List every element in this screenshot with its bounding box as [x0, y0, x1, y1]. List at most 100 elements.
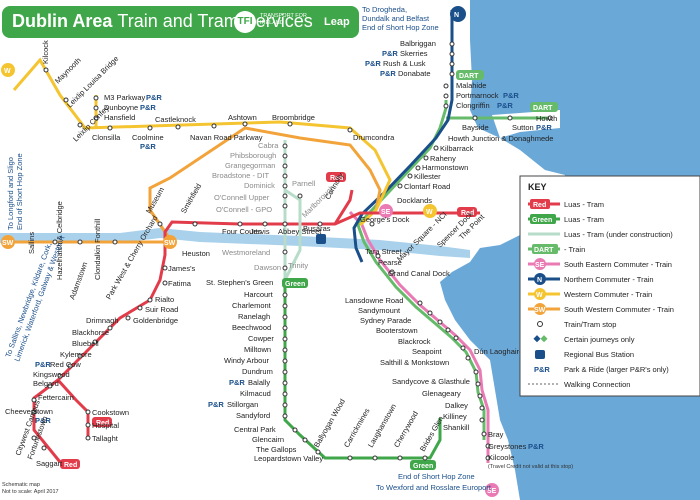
svg-text:Stillorgan: Stillorgan — [227, 400, 258, 409]
svg-text:DART: DART — [534, 247, 554, 254]
svg-text:Grangegorman: Grangegorman — [225, 161, 275, 170]
svg-text:George's Dock: George's Dock — [360, 215, 410, 224]
svg-text:Saggart: Saggart — [36, 459, 63, 468]
svg-text:Dundrum: Dundrum — [242, 367, 273, 376]
svg-text:P&R: P&R — [140, 103, 156, 112]
svg-text:P&R: P&R — [208, 400, 224, 409]
svg-text:P&R: P&R — [534, 365, 550, 374]
svg-text:Not to scale: April 2017: Not to scale: April 2017 — [2, 489, 59, 495]
tag-red-tallaght: Red — [92, 417, 112, 427]
svg-text:Blackhorse: Blackhorse — [72, 328, 109, 337]
svg-text:Sutton: Sutton — [512, 123, 534, 132]
svg-text:Sydney Parade: Sydney Parade — [360, 316, 411, 325]
svg-text:Blackrock: Blackrock — [398, 337, 431, 346]
svg-text:Portmarnock: Portmarnock — [456, 91, 499, 100]
labels-west: Kilcock Maynooth Leixlip Louisa Bridge L… — [6, 40, 395, 230]
svg-text:Maynooth: Maynooth — [53, 56, 83, 86]
svg-text:South Eastern Commuter - Train: South Eastern Commuter - Train — [564, 260, 672, 269]
svg-text:Certain journeys only: Certain journeys only — [564, 335, 635, 344]
line-red-connolly — [333, 189, 354, 225]
svg-text:Train/Tram stop: Train/Tram stop — [564, 320, 616, 329]
se-badge-south: SE — [485, 483, 499, 497]
svg-text:Howth Junction & Donaghmede: Howth Junction & Donaghmede — [448, 134, 553, 143]
svg-text:Green: Green — [413, 463, 433, 470]
labels-north: To Drogheda, Dundalk and Belfast End of … — [362, 5, 557, 205]
svg-text:Greystones: Greystones — [488, 442, 527, 451]
svg-text:P&R: P&R — [503, 91, 519, 100]
svg-text:Clondalkin Fonthill: Clondalkin Fonthill — [93, 218, 102, 280]
svg-text:The Gallops: The Gallops — [256, 445, 297, 454]
line-red-tallaght — [56, 378, 90, 440]
title-bold: Dublin Area — [12, 11, 113, 31]
svg-text:Jervis: Jervis — [250, 227, 270, 236]
svg-text:- Train: - Train — [564, 245, 585, 254]
svg-text:Windy Arbour: Windy Arbour — [224, 356, 270, 365]
svg-text:Castleknock: Castleknock — [155, 115, 196, 124]
svg-text:Luas - Tram: Luas - Tram — [564, 200, 604, 209]
svg-text:Navan Road Parkway: Navan Road Parkway — [190, 133, 263, 142]
svg-text:O'Connell - GPO: O'Connell - GPO — [216, 205, 272, 214]
svg-text:Red: Red — [461, 210, 474, 217]
svg-text:Hazelhatch & Celbridge: Hazelhatch & Celbridge — [55, 201, 64, 280]
svg-text:Dominick: Dominick — [244, 181, 275, 190]
stops — [31, 41, 553, 461]
svg-text:SW: SW — [534, 307, 546, 314]
svg-text:Parnell: Parnell — [292, 179, 316, 188]
svg-text:Skerries: Skerries — [400, 49, 428, 58]
svg-text:Kingswood: Kingswood — [33, 370, 70, 379]
svg-text:P&R: P&R — [380, 69, 396, 78]
svg-text:SW: SW — [164, 240, 176, 247]
svg-text:End of Short Hop Zone: End of Short Hop Zone — [398, 472, 475, 481]
svg-text:Sandymount: Sandymount — [358, 306, 401, 315]
svg-text:W: W — [426, 209, 433, 216]
svg-text:Clontarf Road: Clontarf Road — [404, 182, 450, 191]
labels-southeast: Lansdowne Road Sandymount Sydney Parade … — [345, 296, 573, 492]
svg-text:DART: DART — [533, 105, 553, 112]
svg-text:Dalkey: Dalkey — [445, 401, 468, 410]
svg-text:Ashtown: Ashtown — [228, 113, 257, 122]
svg-text:Drimnagh: Drimnagh — [86, 316, 119, 325]
svg-text:Clongriffin: Clongriffin — [456, 101, 490, 110]
svg-text:Kilcock: Kilcock — [41, 40, 50, 64]
svg-text:Glencairn: Glencairn — [252, 435, 284, 444]
svg-text:N: N — [537, 277, 542, 284]
svg-text:Broombridge: Broombridge — [272, 113, 315, 122]
line-northern — [352, 10, 454, 263]
svg-text:To Wexford and Rosslare Europo: To Wexford and Rosslare Europort — [376, 483, 492, 492]
w-badge-docklands: W — [423, 204, 437, 218]
line-red-luas — [32, 211, 480, 463]
svg-text:Hansfield: Hansfield — [104, 113, 135, 122]
svg-text:Dawson: Dawson — [254, 263, 281, 272]
svg-text:Glenageary: Glenageary — [422, 389, 461, 398]
svg-text:SE: SE — [381, 209, 391, 216]
title-rest: Train and Tram Services — [117, 11, 313, 31]
svg-text:Suir Road: Suir Road — [145, 305, 178, 314]
svg-text:Park West & Cherry Orchard: Park West & Cherry Orchard — [104, 214, 159, 301]
river-liffey — [0, 228, 470, 258]
svg-text:Tara Street: Tara Street — [365, 247, 403, 256]
svg-text:Schematic map: Schematic map — [2, 482, 40, 488]
svg-text:Bayside: Bayside — [462, 123, 489, 132]
svg-text:St. Stephen's Green: St. Stephen's Green — [206, 278, 273, 287]
svg-text:Luas - Tram (under constructio: Luas - Tram (under construction) — [564, 230, 673, 239]
svg-text:Dundalk and Belfast: Dundalk and Belfast — [362, 14, 430, 23]
svg-text:Central Park: Central Park — [234, 425, 276, 434]
svg-text:Museum: Museum — [144, 186, 166, 215]
svg-text:Rush & Lusk: Rush & Lusk — [383, 59, 426, 68]
svg-text:P&R: P&R — [382, 49, 398, 58]
svg-text:End of Short Hop Zone: End of Short Hop Zone — [15, 153, 24, 230]
map-key: KEY Red Luas - Tram Green Luas - Tram Lu… — [519, 175, 700, 397]
svg-text:Trinity: Trinity — [288, 261, 308, 270]
svg-text:Seapoint: Seapoint — [412, 347, 443, 356]
line-southeast — [348, 210, 490, 463]
svg-text:Walking Connection: Walking Connection — [564, 380, 630, 389]
svg-text:Fettercairn: Fettercairn — [38, 393, 74, 402]
svg-text:Red Cow: Red Cow — [50, 360, 81, 369]
svg-text:P&R: P&R — [536, 123, 552, 132]
svg-text:Leopardstown Valley: Leopardstown Valley — [254, 454, 323, 463]
svg-text:Charlemont: Charlemont — [232, 301, 272, 310]
svg-text:Dún Laoghaire: Dún Laoghaire — [474, 347, 523, 356]
line-green-luas — [283, 280, 442, 460]
svg-text:P&R: P&R — [229, 378, 245, 387]
svg-text:To Longford and Sligo: To Longford and Sligo — [6, 157, 15, 230]
